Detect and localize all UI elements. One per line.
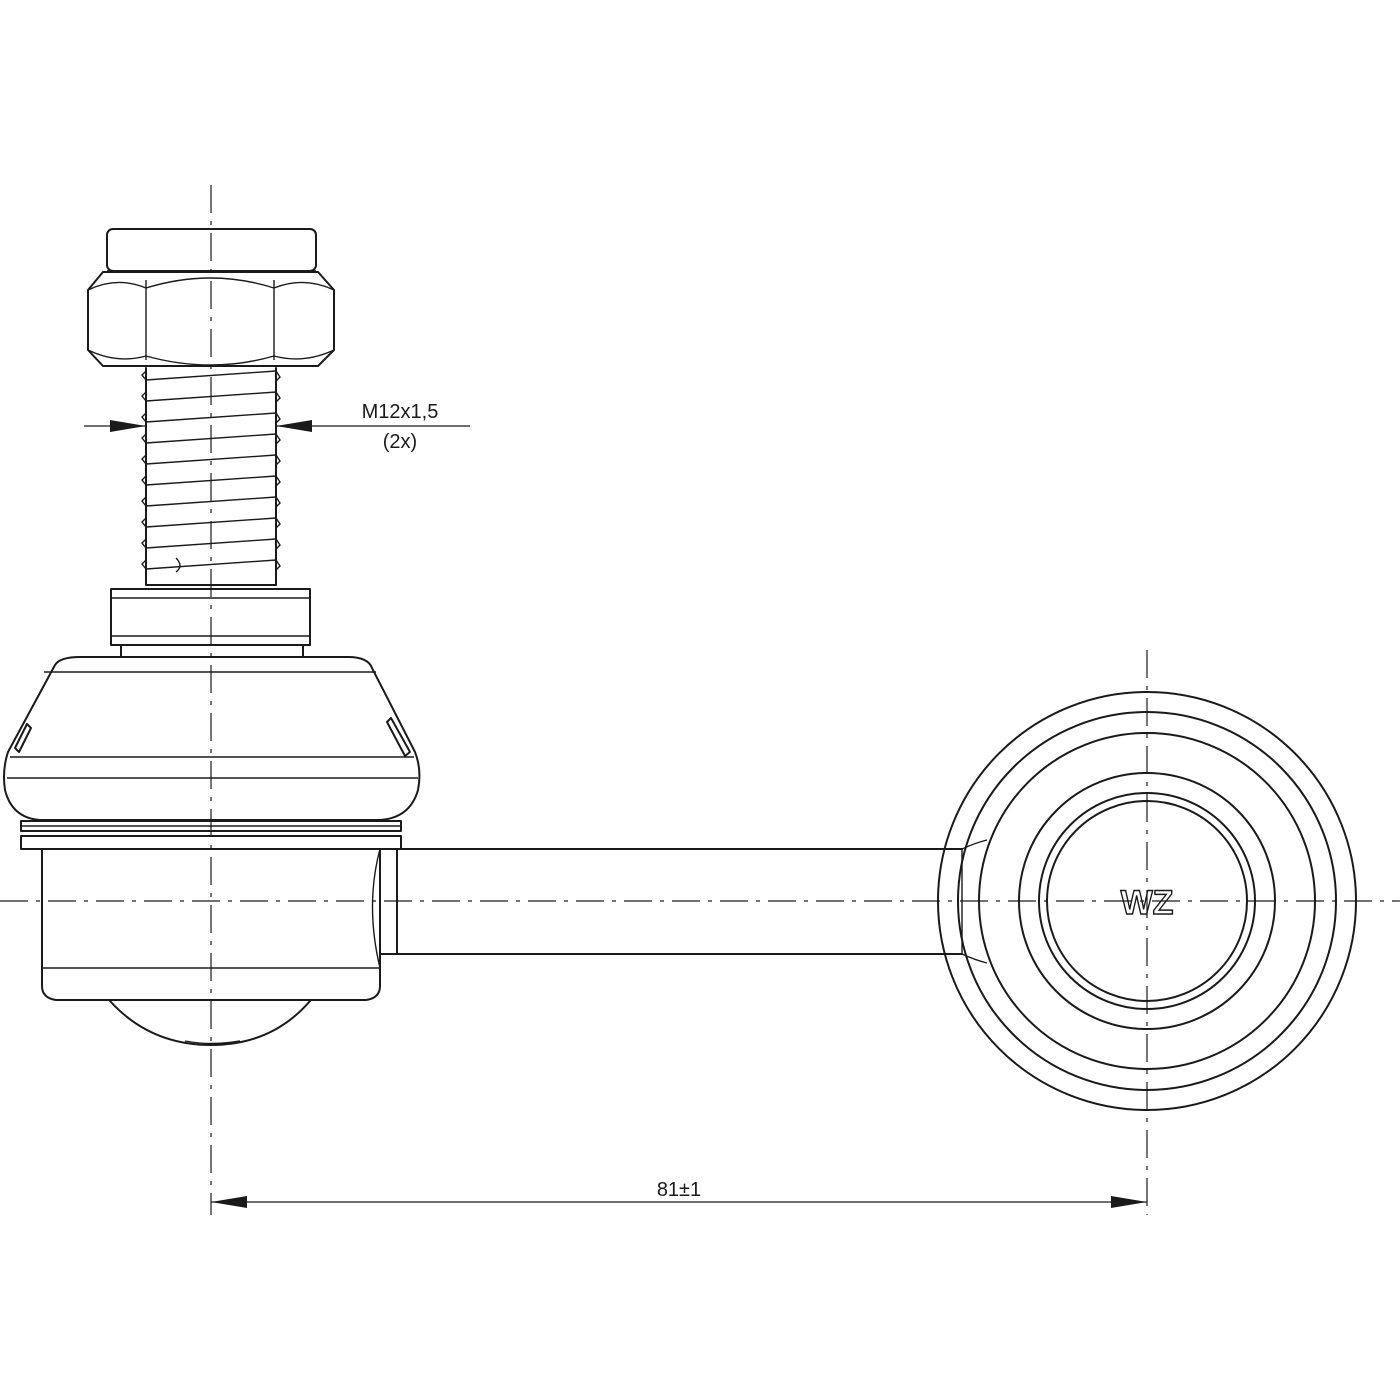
- stud-collar: [110, 588, 311, 658]
- center-distance-dimension: 81±1: [211, 1179, 1147, 1208]
- eye-marking-text: WZ: [1121, 884, 1174, 922]
- hex-nut: [87, 271, 335, 367]
- housing-cup: [41, 848, 381, 1001]
- threaded-stud: [141, 367, 281, 586]
- ball-joint-housing: [3, 656, 421, 1046]
- bushing-eye: WZ: [937, 691, 1357, 1111]
- thread-line: [141, 370, 281, 382]
- thread-line: [141, 412, 281, 424]
- ball-bottom: [109, 1000, 311, 1046]
- thread-line: [141, 538, 281, 550]
- thread-line: [141, 475, 281, 487]
- center-distance-label: 81±1: [657, 1179, 701, 1201]
- thread-line: [141, 559, 281, 571]
- thread-quantity-label: (2x): [383, 431, 417, 453]
- thread-size-label: M12x1,5: [362, 401, 439, 423]
- thread-line: [141, 496, 281, 508]
- thread-line: [141, 433, 281, 445]
- dust-boot: [3, 656, 421, 821]
- thread-line: [141, 391, 281, 403]
- center-lines: [0, 185, 1400, 1215]
- nut-assembly: [87, 228, 335, 367]
- thread-line: [141, 454, 281, 466]
- thread-dimension: M12x1,5 (2x): [84, 401, 470, 453]
- thread-lines: [141, 370, 281, 571]
- thread-line: [141, 517, 281, 529]
